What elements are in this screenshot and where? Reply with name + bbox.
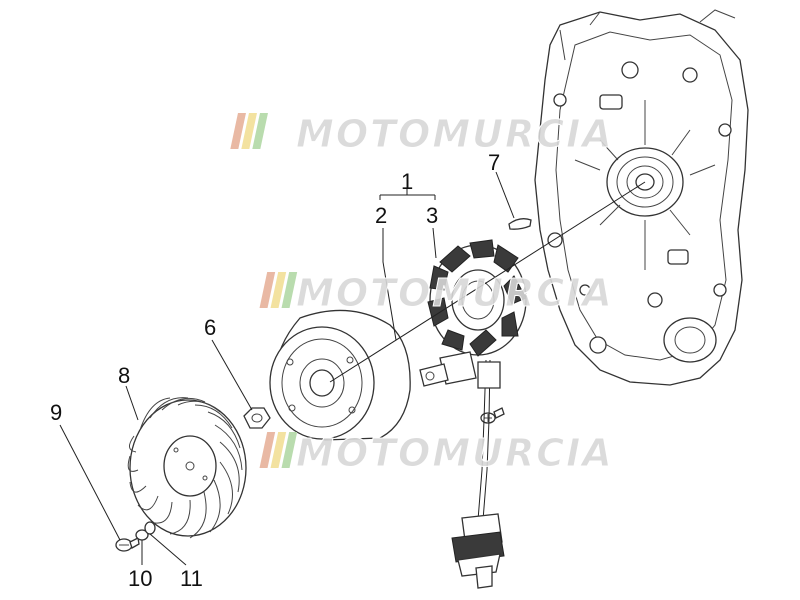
watermark-stripe (281, 432, 298, 468)
watermark-stripe (270, 272, 287, 308)
fan-blades (127, 397, 243, 539)
watermark-stripe (281, 272, 298, 308)
wire-connector (451, 513, 505, 589)
callouts: 1 2 3 6 7 8 9 10 11 (50, 150, 500, 591)
callout-1: 1 (401, 169, 413, 194)
stator-windings (427, 239, 527, 357)
crankcase-half (534, 9, 749, 386)
watermark-text: MOTOMURCIA (296, 112, 614, 156)
woodruff-key (508, 218, 532, 230)
cooling-fan (127, 397, 247, 539)
watermark-middle: MOTOMURCIA (259, 271, 614, 316)
watermark-stripe (259, 432, 276, 468)
leader-lines (59, 171, 646, 566)
flywheel-rotor (269, 309, 411, 441)
callout-9: 9 (50, 400, 62, 425)
watermark-text: MOTOMURCIA (296, 271, 614, 315)
callout-10: 10 (128, 566, 152, 591)
watermark-text: MOTOMURCIA (296, 431, 614, 475)
watermark-top: MOTOMURCIA (230, 112, 614, 157)
watermark-stripe (230, 113, 246, 149)
watermark-stripe (259, 272, 276, 308)
callout-2: 2 (375, 203, 387, 228)
watermark-bottom: MOTOMURCIA (259, 431, 614, 476)
watermark-stripe (252, 113, 268, 149)
callout-8: 8 (118, 363, 130, 388)
callout-6: 6 (204, 315, 216, 340)
fan-screw (115, 537, 140, 552)
callout-11: 11 (180, 566, 203, 591)
callout-7: 7 (488, 150, 500, 175)
flywheel-nut (243, 407, 271, 429)
spring-washer (144, 521, 156, 535)
callout-3: 3 (426, 203, 438, 228)
watermark-stripe (270, 432, 287, 468)
watermark-stripe (241, 113, 257, 149)
